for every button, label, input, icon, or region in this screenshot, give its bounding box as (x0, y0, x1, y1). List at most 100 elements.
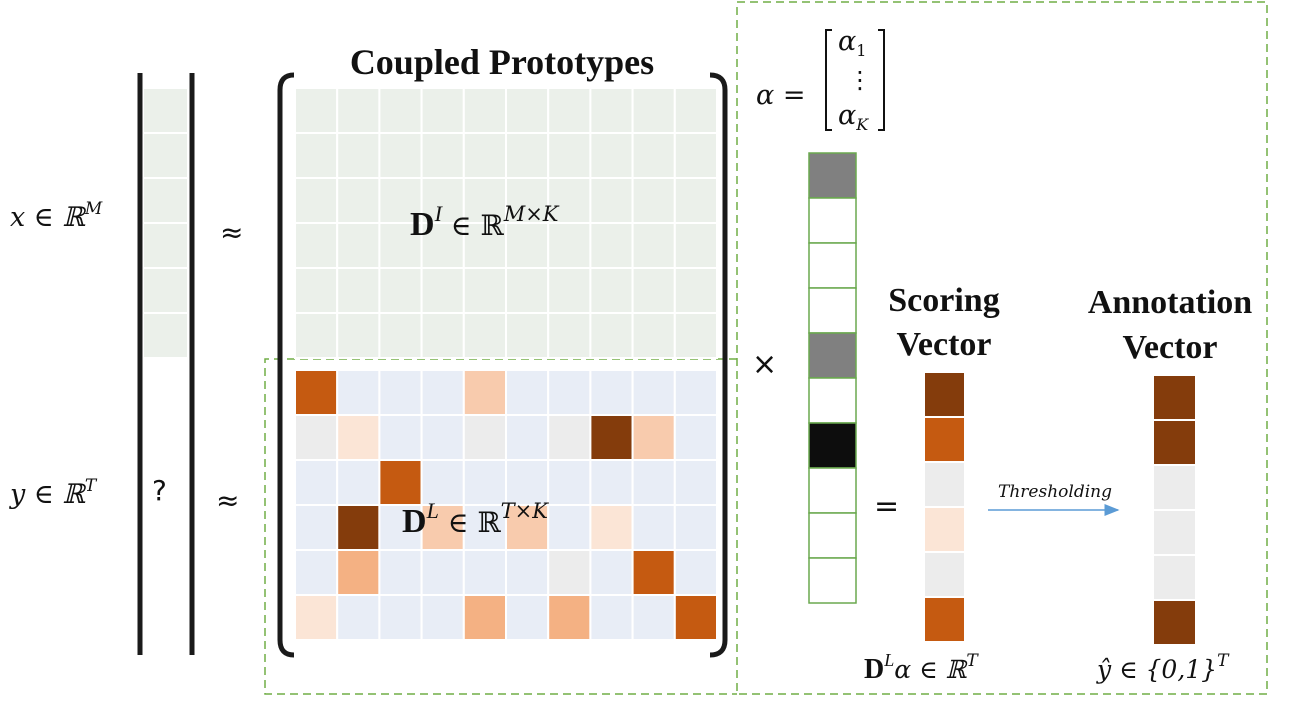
dl-cell (547, 594, 592, 641)
x-vector (142, 87, 189, 359)
di-cell (547, 222, 592, 269)
thresholding-label: Thresholding (998, 482, 1112, 502)
alpha-region-dashed-box (736, 1, 1268, 695)
di-cell (378, 267, 423, 314)
di-cell (462, 132, 507, 179)
dl-cell (589, 459, 634, 506)
alpha-cell (808, 287, 857, 334)
dl-cell (462, 369, 507, 416)
di-cell (420, 132, 465, 179)
x-cell (142, 132, 189, 179)
alpha-cell (808, 512, 857, 559)
di-cell (420, 312, 465, 359)
alpha-cell (808, 242, 857, 289)
di-cell (673, 177, 718, 224)
dl-cell (547, 369, 592, 416)
dl-matrix (294, 369, 718, 641)
dl-cell (631, 459, 676, 506)
dl-cell (673, 594, 718, 641)
annotation-vector (1152, 374, 1197, 646)
di-cell (294, 132, 339, 179)
scoring-vector (923, 371, 966, 643)
di-cell (631, 312, 676, 359)
annotation-cell (1152, 464, 1197, 511)
times-sign: × (752, 347, 777, 382)
di-label: DI ∈ ℝM×K (410, 201, 560, 243)
di-cell (336, 267, 381, 314)
dl-cell (462, 549, 507, 596)
scoring-cell (923, 416, 966, 463)
dl-cell (294, 459, 339, 506)
di-cell (631, 222, 676, 269)
dl-cell (294, 414, 339, 461)
di-cell (462, 312, 507, 359)
scoring-cell (923, 461, 966, 508)
di-cell (631, 177, 676, 224)
equals-sign: = (874, 489, 899, 524)
di-cell (547, 87, 592, 134)
dl-cell (505, 549, 550, 596)
dl-cell (547, 459, 592, 506)
di-cell (336, 222, 381, 269)
di-cell (505, 267, 550, 314)
dl-cell (505, 414, 550, 461)
scoring-cell (923, 371, 966, 418)
dl-cell (631, 504, 676, 551)
di-cell (589, 222, 634, 269)
dl-cell (673, 369, 718, 416)
di-cell (462, 267, 507, 314)
di-cell (378, 312, 423, 359)
annotation-cell (1152, 419, 1197, 466)
di-cell (673, 267, 718, 314)
dl-cell (336, 504, 381, 551)
alpha-cell (808, 422, 857, 469)
dl-cell (505, 504, 550, 551)
alpha-cell (808, 557, 857, 604)
di-cell (673, 132, 718, 179)
di-cell (294, 222, 339, 269)
dl-cell (336, 459, 381, 506)
dl-cell (547, 504, 592, 551)
di-cell (631, 132, 676, 179)
di-cell (294, 87, 339, 134)
dl-cell (673, 414, 718, 461)
di-cell (505, 222, 550, 269)
dl-cell (378, 594, 423, 641)
annotation-cell (1152, 599, 1197, 646)
x-cell (142, 87, 189, 134)
alpha-def-left-bracket (825, 29, 832, 131)
annotation-cell (1152, 509, 1197, 556)
di-cell (589, 312, 634, 359)
dl-cell (589, 414, 634, 461)
dl-cell (420, 369, 465, 416)
annotation-cell (1152, 374, 1197, 421)
alpha-cell (808, 332, 857, 379)
dl-cell (378, 369, 423, 416)
scoring-cell (923, 551, 966, 598)
alpha-1: α1 (838, 26, 866, 60)
dl-cell (336, 414, 381, 461)
di-cell (378, 87, 423, 134)
dl-cell (420, 594, 465, 641)
x-definition: x ∈ ℝM (10, 199, 103, 233)
di-cell (505, 132, 550, 179)
dl-cell (589, 549, 634, 596)
dl-cell (673, 504, 718, 551)
di-cell (505, 312, 550, 359)
dl-label: DL ∈ ℝT×K (402, 498, 549, 540)
dl-cell (294, 504, 339, 551)
matrix-left-bracket (277, 72, 295, 658)
x-cell (142, 177, 189, 224)
di-cell (378, 132, 423, 179)
dl-cell (336, 369, 381, 416)
di-cell (462, 222, 507, 269)
dl-cell (378, 549, 423, 596)
alpha-equals: α = (756, 80, 805, 111)
dl-cell (420, 459, 465, 506)
x-cell (142, 312, 189, 359)
dl-cell (294, 369, 339, 416)
